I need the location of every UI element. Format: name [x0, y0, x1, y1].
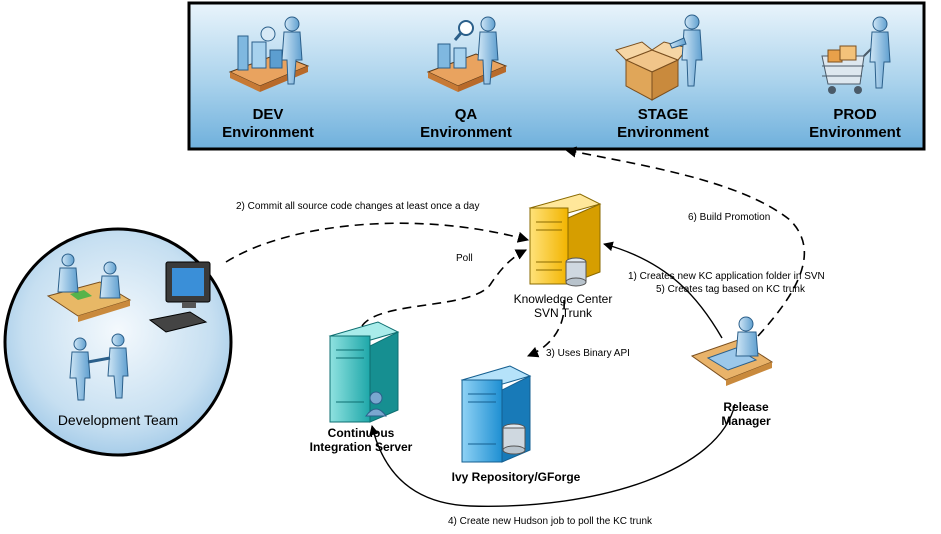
poll-edge [361, 249, 528, 327]
monitor-icon [148, 261, 211, 333]
dev-sub: Environment [222, 124, 314, 141]
qa-sub: Environment [420, 124, 512, 141]
poll-label: Poll [456, 253, 473, 264]
qa-name: QA [454, 106, 478, 123]
svn-label-line1: Knowledge Center [513, 292, 613, 306]
prod-name: PROD [833, 106, 877, 123]
commit-edge [225, 222, 530, 263]
ci-server-icon [328, 321, 400, 423]
svn-label: Knowledge Center SVN Trunk [498, 292, 628, 320]
svn-label-line2: SVN Trunk [533, 306, 593, 320]
handshake-people-icon [69, 333, 129, 401]
qa-environment-label: QA Environment [391, 106, 541, 142]
stage-sub: Environment [617, 124, 709, 141]
build-promotion-edge [564, 146, 806, 337]
environments-panel [187, 1, 926, 151]
build-promotion-label: 6) Build Promotion [688, 212, 771, 223]
meeting-people-icon [46, 253, 132, 322]
qa-environment-icon [426, 16, 508, 92]
ci-label: Continuous Integration Server [296, 426, 426, 454]
ivy-repository-icon [460, 365, 532, 463]
binary-api-edge [526, 299, 565, 358]
release-manager-icon [690, 316, 774, 386]
commit-label: 2) Commit all source code changes at lea… [236, 201, 480, 212]
dev-environment-label: DEV Environment [193, 106, 343, 142]
ci-label-line1: Continuous [327, 426, 395, 440]
ci-label-line2: Integration Server [309, 440, 413, 454]
creates-folder-edge [603, 241, 723, 339]
stage-environment-label: STAGE Environment [588, 106, 738, 142]
ivy-label: Ivy Repository/GForge [451, 470, 581, 484]
prod-environment-icon [821, 16, 891, 94]
binary-api-label: 3) Uses Binary API [546, 348, 630, 359]
hudson-job-edge [369, 403, 736, 507]
development-team-label: Development Team [57, 412, 179, 428]
stage-environment-icon [615, 14, 703, 101]
prod-sub: Environment [809, 124, 901, 141]
dev-environment-icon [228, 16, 310, 92]
release-manager-line2: Manager [721, 414, 771, 428]
svn-server-icon [528, 193, 602, 287]
creates-folder-label: 1) Creates new KC application folder in … [628, 271, 825, 282]
release-manager-label: Release Manager [706, 400, 786, 428]
dev-name: DEV [252, 106, 284, 123]
hudson-job-label: 4) Create new Hudson job to poll the KC … [448, 516, 652, 527]
stage-name: STAGE [637, 106, 689, 123]
release-manager-line1: Release [723, 400, 769, 414]
creates-tag-label: 5) Creates tag based on KC trunk [656, 284, 805, 295]
prod-environment-label: PROD Environment [780, 106, 930, 142]
